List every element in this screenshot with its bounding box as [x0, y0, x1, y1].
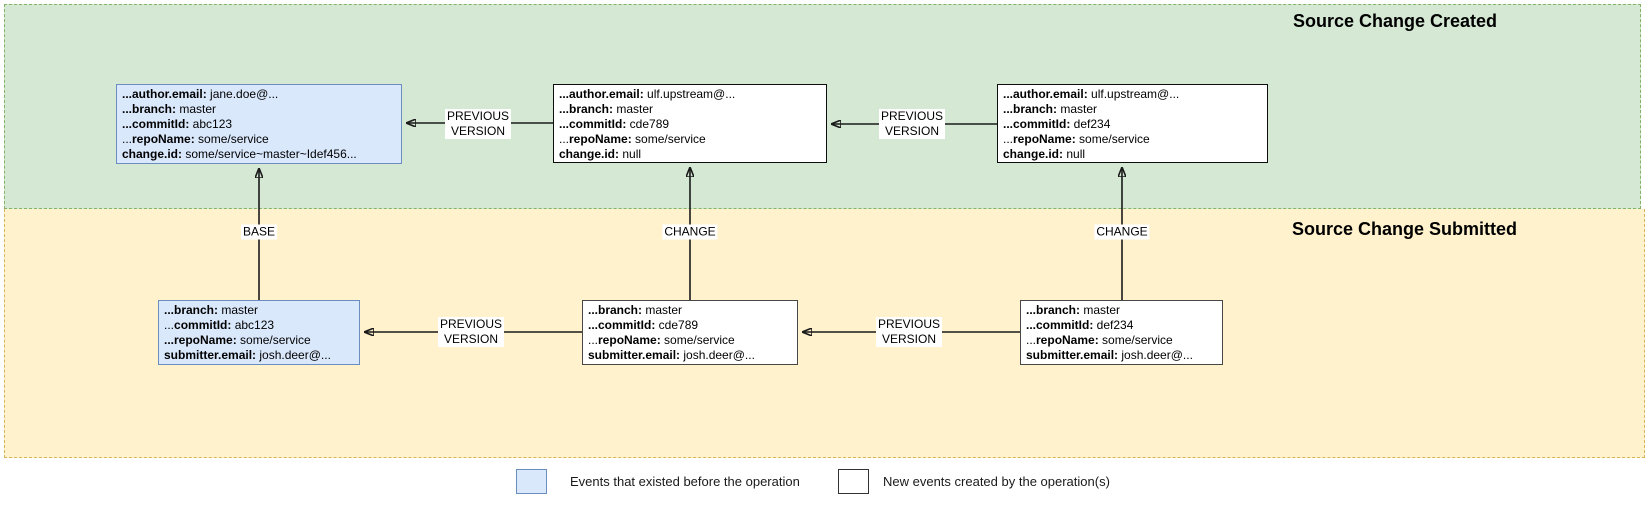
event-field: ...author.email: ulf.upstream@... [559, 87, 736, 101]
event-field: ...repoName: some/service [1003, 132, 1150, 146]
event-field: ...branch: master [1003, 102, 1098, 116]
event-box-created-patchset2: ...author.email: ulf.upstream@... ...bra… [553, 84, 827, 163]
edge-label-change: CHANGE [662, 224, 718, 240]
edge-label-previous-version: PREVIOUS VERSION [437, 317, 505, 347]
band-title-created: Source Change Created [1293, 11, 1498, 31]
event-field: submitter.email: josh.deer@... [588, 348, 755, 362]
event-box-submitted-patchset3: ...branch: master ...commitId: def234 ..… [1020, 300, 1223, 365]
legend-label-new-event: New events created by the operation(s) [883, 474, 1110, 489]
event-field: ...commitId: def234 [1003, 117, 1111, 131]
event-field: ...commitId: abc123 [164, 318, 275, 332]
event-box-created-base: ...author.email: jane.doe@... ...branch:… [116, 84, 402, 164]
event-field: ...branch: master [559, 102, 654, 116]
event-field: ...repoName: some/service [559, 132, 706, 146]
edge-label-previous-version: PREVIOUS VERSION [878, 109, 946, 139]
event-field: ...branch: master [122, 102, 217, 116]
event-field: submitter.email: josh.deer@... [164, 348, 331, 362]
event-field: ...repoName: some/service [164, 333, 311, 347]
event-field: ...repoName: some/service [1026, 333, 1173, 347]
band-title-submitted: Source Change Submitted [1292, 219, 1518, 239]
legend-swatch-new-event [838, 469, 869, 494]
event-field: ...author.email: jane.doe@... [122, 87, 279, 101]
event-field: ...commitId: cde789 [559, 117, 670, 131]
edge-label-change: CHANGE [1094, 224, 1150, 240]
event-box-created-patchset3: ...author.email: ulf.upstream@... ...bra… [997, 84, 1268, 163]
event-field: ...commitId: abc123 [122, 117, 233, 131]
legend-swatch-existing-event [516, 469, 547, 494]
event-field: ...repoName: some/service [122, 132, 269, 146]
event-field: change.id: null [1003, 147, 1086, 161]
edge-label-previous-version: PREVIOUS VERSION [875, 317, 943, 347]
event-field: ...commitId: def234 [1026, 318, 1134, 332]
event-box-submitted-patchset2: ...branch: master ...commitId: cde789 ..… [582, 300, 798, 365]
event-field: ...branch: master [1026, 303, 1121, 317]
edge-label-previous-version: PREVIOUS VERSION [444, 109, 512, 139]
legend-label-existing-event: Events that existed before the operation [570, 474, 800, 489]
event-field: ...author.email: ulf.upstream@... [1003, 87, 1180, 101]
event-field: ...commitId: cde789 [588, 318, 699, 332]
event-field: ...repoName: some/service [588, 333, 735, 347]
event-field: change.id: some/service~master~Idef456..… [122, 147, 357, 161]
event-field: change.id: null [559, 147, 642, 161]
edge-label-base: BASE [240, 224, 278, 240]
event-field: ...branch: master [164, 303, 259, 317]
event-field: ...branch: master [588, 303, 683, 317]
event-field: submitter.email: josh.deer@... [1026, 348, 1193, 362]
event-box-submitted-base: ...branch: master ...commitId: abc123 ..… [158, 300, 360, 365]
